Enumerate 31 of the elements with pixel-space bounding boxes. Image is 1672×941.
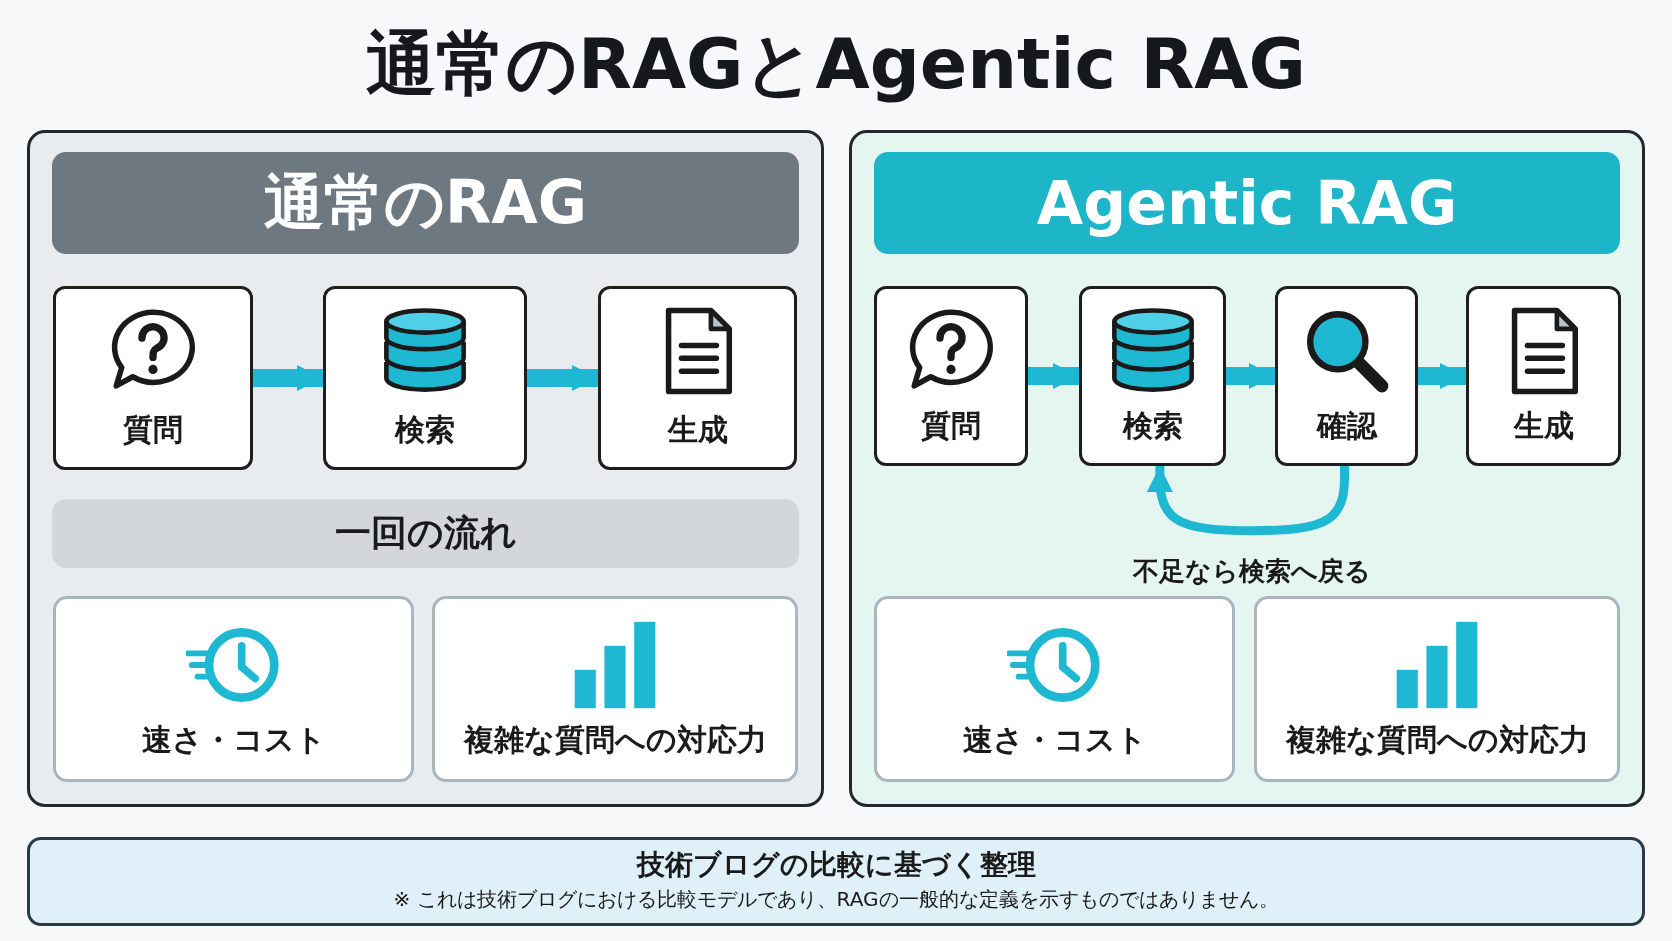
step-label: 質問 — [122, 411, 184, 449]
panel — [27, 130, 824, 807]
step-box — [323, 286, 527, 470]
metric-label: 速さ・コスト — [140, 721, 327, 759]
step-label: 生成 — [666, 411, 729, 449]
step-box — [1079, 286, 1226, 466]
step-box — [874, 286, 1028, 466]
step-box — [53, 286, 253, 470]
step-label: 確認 — [1315, 407, 1379, 445]
metric-card — [874, 596, 1235, 782]
metric-card — [432, 596, 798, 782]
title: 通常のRAGとAgentic RAG — [365, 22, 1307, 107]
note-heading: 技術ブログの比較に基づく整理 — [635, 847, 1037, 883]
step-box — [1466, 286, 1621, 466]
panel-header: Agentic RAG — [874, 152, 1620, 254]
step-label: 検索 — [1121, 407, 1184, 445]
panel — [849, 130, 1645, 807]
note-box — [27, 837, 1645, 926]
metric-card — [53, 596, 414, 782]
metric-card — [1254, 596, 1620, 782]
metric-label: 複雑な質問への対応力 — [462, 721, 768, 759]
flow-band: 一回の流れ — [52, 499, 799, 568]
step-label: 生成 — [1512, 407, 1575, 445]
panel-header: 通常のRAG — [52, 152, 799, 254]
step-box — [1275, 286, 1418, 466]
step-label: 質問 — [920, 407, 982, 445]
step-label: 検索 — [393, 411, 456, 449]
metric-label: 複雑な質問への対応力 — [1284, 721, 1590, 759]
note-text: ※ これは技術ブログにおける比較モデルであり、RAGの一般的な定義を示すものではありません。 — [392, 886, 1280, 913]
step-box — [598, 286, 797, 470]
metric-label: 速さ・コスト — [961, 721, 1148, 759]
